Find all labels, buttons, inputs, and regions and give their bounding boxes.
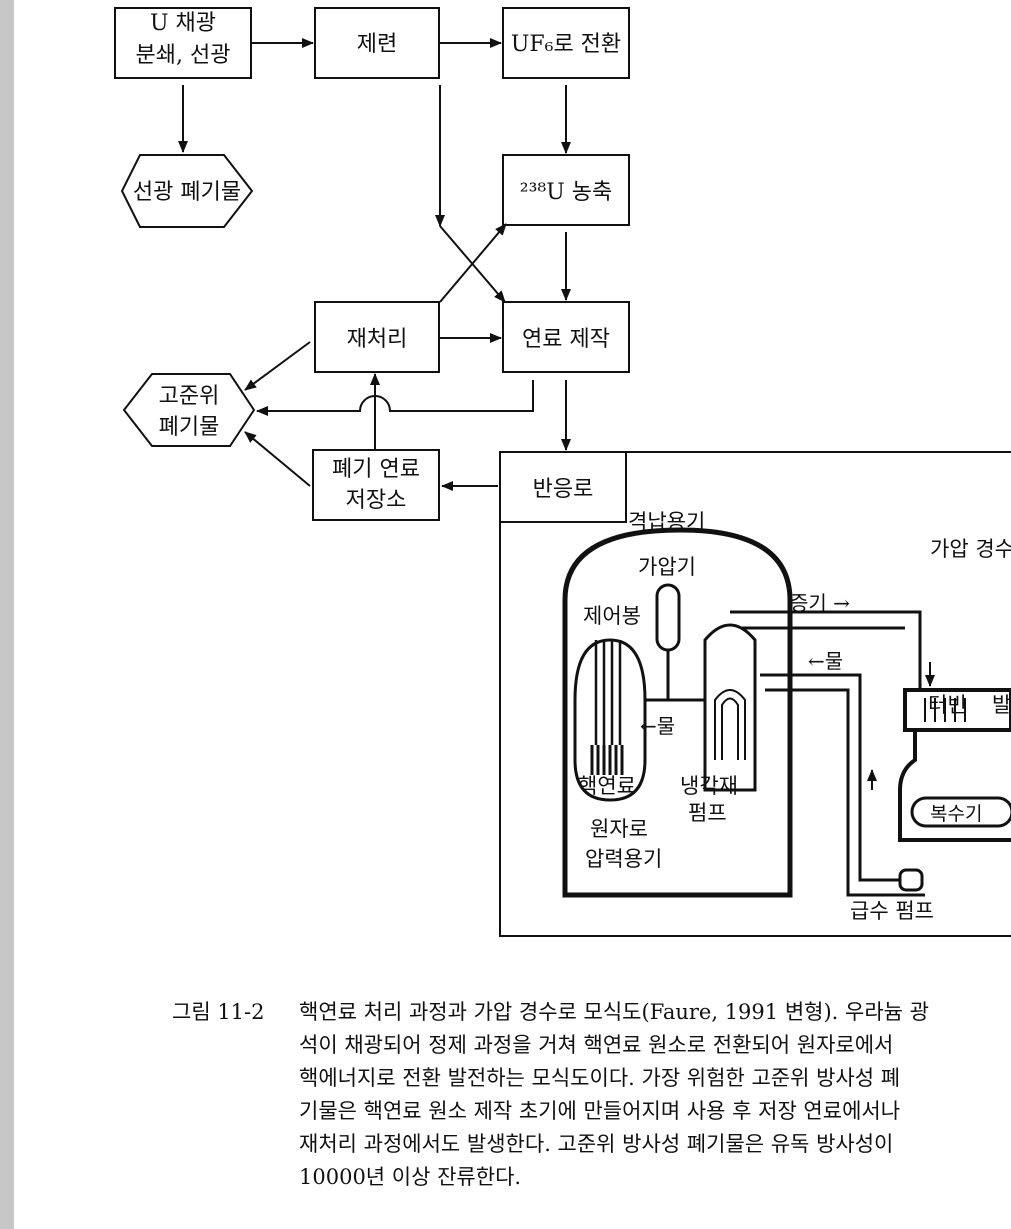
condenser-shape xyxy=(898,730,1011,842)
pressurizer-label: 가압기 xyxy=(638,555,696,579)
tailings-hex xyxy=(120,154,254,228)
enrichment-box xyxy=(502,154,630,226)
left-gutter xyxy=(0,0,14,1229)
caption-line: 10000년 이상 잔류한다. xyxy=(299,1165,522,1189)
steam-generator xyxy=(703,623,757,792)
containment-vessel xyxy=(562,527,793,898)
containment-label: 격납용기 xyxy=(628,510,705,534)
tailings-label: 선광 폐기물 xyxy=(133,180,241,205)
vessel-label-line2: 압력용기 xyxy=(585,847,662,871)
fabrication-label: 연료 제작 xyxy=(522,327,610,352)
control-rods xyxy=(594,640,622,745)
hlw-label-line2: 폐기물 xyxy=(159,415,220,440)
caption-line: 재처리 과정에서도 발생한다. 고준위 방사성 폐기물은 유독 방사성이 xyxy=(299,1132,894,1156)
generator-label: 발전기 xyxy=(992,693,1011,717)
conversion-label: UF₆로 전환 xyxy=(511,32,621,57)
mining-label-line2: 분쇄, 선광 xyxy=(136,43,231,68)
arrow-reprocessing-enrichment xyxy=(439,223,507,303)
coolant-pump-label-line2: 펌프 xyxy=(688,801,727,825)
fuel-cycle-diagram: U 채광 분쇄, 선광 제련 UF₆로 전환 선광 폐기물 ²³⁸U 농축 재처… xyxy=(114,7,1011,937)
pressurizer-shape xyxy=(655,583,681,652)
enrichment-label: ²³⁸U 농축 xyxy=(520,180,612,205)
caption-line: 핵연료 처리 과정과 가압 경수로 모식도(Faure, 1991 변형). 우… xyxy=(299,1000,929,1024)
arrow-storage-hlw xyxy=(244,431,311,487)
arrow-reprocessing-hlw xyxy=(244,341,311,391)
mining-label-line1: U 채광 xyxy=(150,11,216,36)
hlw-label-line1: 고준위 xyxy=(159,384,220,409)
fuel-rods xyxy=(590,745,624,775)
fabrication-box xyxy=(502,301,630,373)
water-return-label: ←물 xyxy=(808,649,843,673)
feed-pump-label: 급수 펌프 xyxy=(850,899,934,923)
arrow-fabrication-hlw xyxy=(256,380,534,416)
conversion-box xyxy=(502,7,630,79)
turbine-shape xyxy=(903,688,1011,732)
caption-label: 그림 11-2 xyxy=(172,1000,265,1024)
hlw-hex xyxy=(122,373,256,447)
feedwater-line xyxy=(760,673,900,882)
spent-storage-label-line1: 폐기 연료 xyxy=(332,457,420,482)
caption-line: 핵에너지로 전환 발전하는 모식도이다. 가장 위험한 고준위 방사성 폐 xyxy=(299,1066,901,1090)
turbine-label: 터빈 xyxy=(928,693,967,717)
caption-line: 석이 채광되어 정제 과정을 거쳐 핵연료 원소로 전환되어 원자로에서 xyxy=(299,1033,894,1057)
reprocessing-label: 재처리 xyxy=(347,327,408,352)
control-rods-label: 제어봉 xyxy=(583,604,641,628)
reactor-frame xyxy=(499,451,1011,937)
water-inner-label: ←물 xyxy=(640,714,675,738)
vessel-label-line1: 원자로 xyxy=(590,817,648,841)
coolant-pump-label-line1: 냉각재 xyxy=(680,774,738,798)
caption-text: 핵연료 처리 과정과 가압 경수로 모식도(Faure, 1991 변형). 우… xyxy=(299,996,929,1194)
condenser-label: 복수기 xyxy=(930,803,982,825)
steam-label: 증기 → xyxy=(790,591,850,615)
pwr-label: 가압 경수로 xyxy=(930,537,1011,561)
refining-label: 제련 xyxy=(357,32,397,57)
reactor-label: 반응로 xyxy=(533,477,594,502)
steam-line xyxy=(730,610,922,690)
fuel-label: 핵연료 xyxy=(578,774,636,798)
pwr-schematic xyxy=(562,527,1011,898)
feed-pump-shape xyxy=(898,868,924,892)
spent-storage-label-line2: 저장소 xyxy=(346,488,407,513)
caption-line: 기물은 핵연료 원소 제작 초기에 만들어지며 사용 후 저장 연료에서나 xyxy=(299,1099,901,1123)
